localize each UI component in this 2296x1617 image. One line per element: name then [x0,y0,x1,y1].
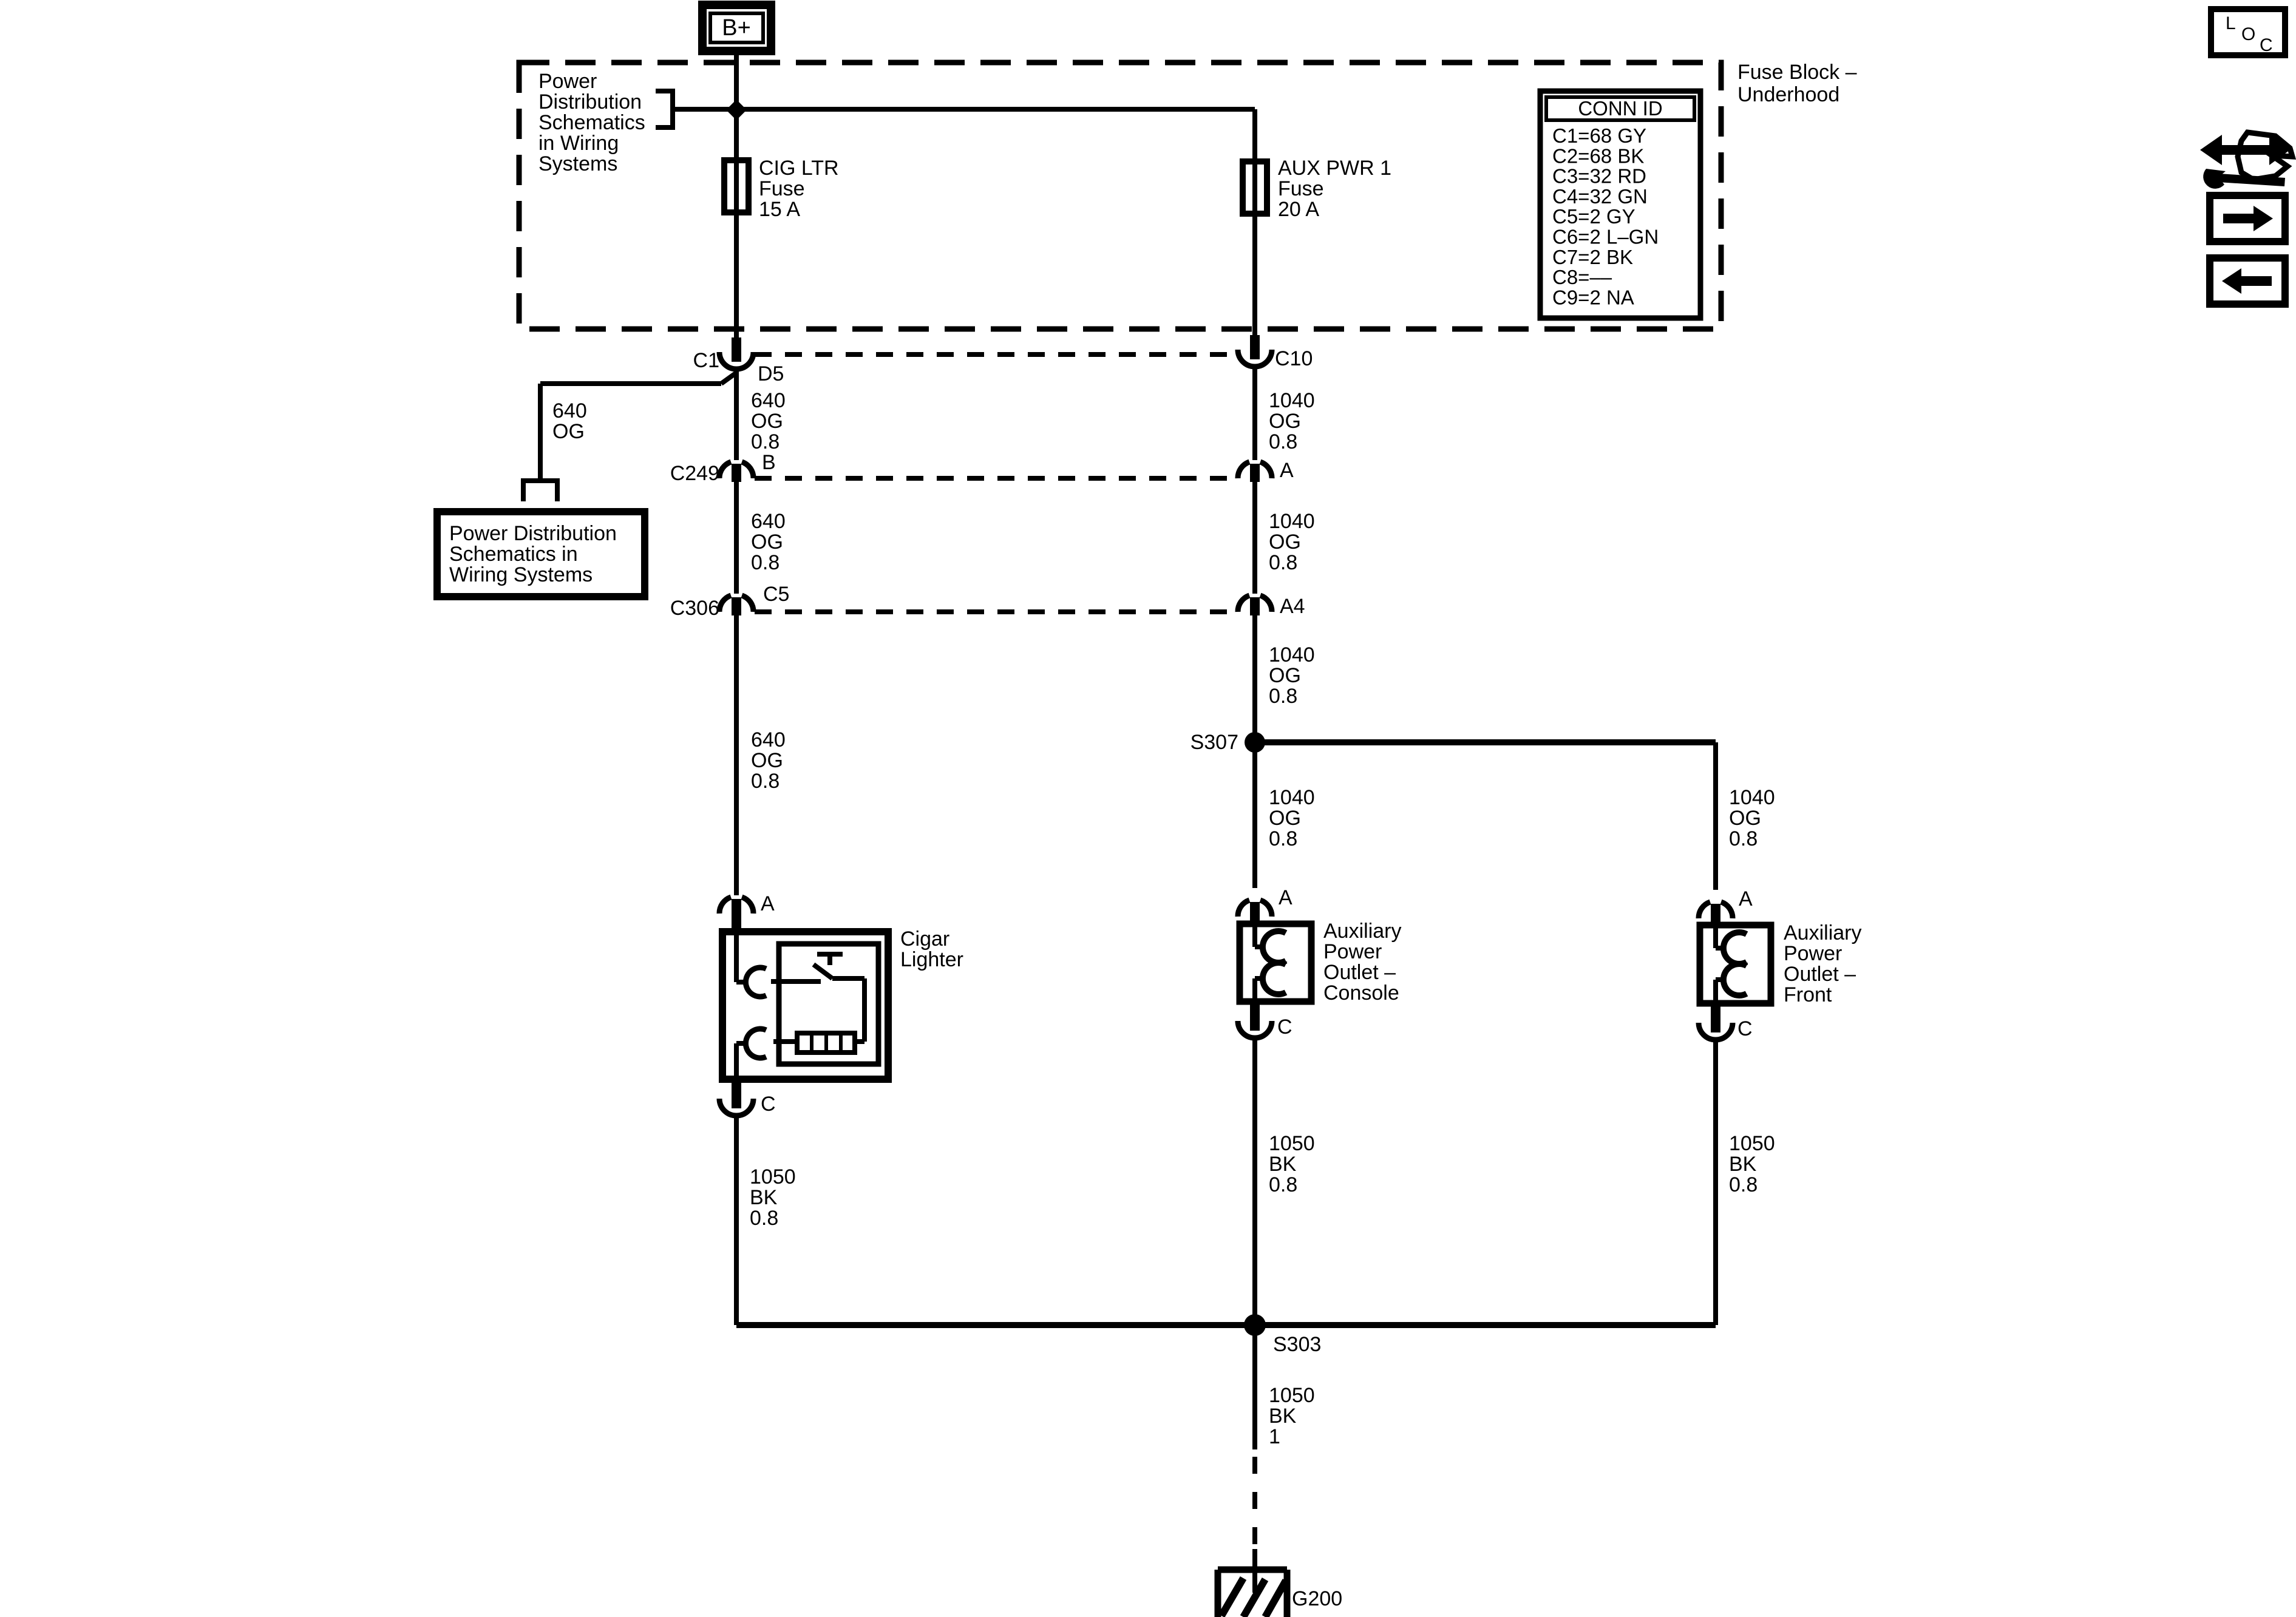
terminal-arc-bottom [742,1026,767,1061]
splice-label: S303 [1273,1333,1321,1356]
component-box [719,928,892,1083]
note-bracket [656,89,675,130]
pin-a-connector: A [1696,887,1753,925]
pin-c-connector: C [1235,1002,1292,1041]
connector-c249-right: A [1235,459,1294,482]
socket-arc-top [1259,928,1288,966]
loc-letter-c: C [2260,35,2273,55]
pin-a-connector: A [716,892,775,932]
loc-letter-o: O [2241,24,2255,44]
connector-c1: C1 D5 [693,337,784,385]
ground-label: G200 [1292,1587,1342,1610]
offpage-bracket [521,478,560,501]
pin-label: C5 [763,583,789,606]
heating-element [795,1031,857,1055]
loc-button[interactable]: L O C [2208,6,2288,58]
pin-label: A [1280,459,1294,482]
inner-box [776,941,881,1067]
pin-label: A4 [1280,595,1305,618]
battery-label: B+ [722,15,751,41]
fuse-block-boundary [516,59,1724,332]
conn-id-title: CONN ID [1578,97,1662,120]
connector-name: C306 [670,597,719,620]
splice-label: S307 [1190,731,1238,754]
hand-wrench-icon[interactable] [2200,129,2296,189]
connector-name: C249 [670,462,719,485]
pin-label: C [761,1093,776,1116]
side-panel: L O C [2200,6,2296,308]
pin-c-connector: C [1696,1003,1753,1043]
right-arrow-icon [2223,206,2273,231]
component-box [1236,920,1315,1005]
nav-forward-button[interactable] [2206,192,2289,245]
pin-label: A [1279,886,1292,909]
terminal-arc-top [742,964,767,1000]
connector-name: C1 [693,349,719,372]
left-arrow-icon [2222,268,2272,294]
pin-label: C [1737,1017,1753,1040]
power-feed-wires [673,51,1257,161]
nav-back-button[interactable] [2206,254,2289,308]
socket-arc-top [1720,929,1748,967]
socket-arc-bottom [1259,960,1288,997]
battery-node: B+ [698,1,775,55]
pin-label: A [1739,887,1753,910]
pin-label: A [761,892,775,915]
pin-label: B [762,451,776,474]
connector-c306-left: C306 C5 [670,583,790,620]
fuse-block-name: Fuse Block –Underhood [1737,61,1857,106]
connector-c249-left: C249 B [670,451,776,485]
connector-c306-right: A4 [1235,592,1305,618]
socket-arc-bottom [1720,961,1748,998]
pin-label: D5 [758,362,784,385]
pin-a-connector: A [1235,886,1292,924]
ground-g200: G200 [1214,1566,1342,1617]
loc-letter-l: L [2226,13,2236,33]
pin-label: C10 [1275,347,1313,370]
component-box [1696,921,1775,1007]
switch-blade [812,962,834,981]
pin-c-connector: C [716,1079,776,1119]
pin-label: C [1277,1015,1292,1039]
connector-c10: C10 [1235,335,1313,370]
